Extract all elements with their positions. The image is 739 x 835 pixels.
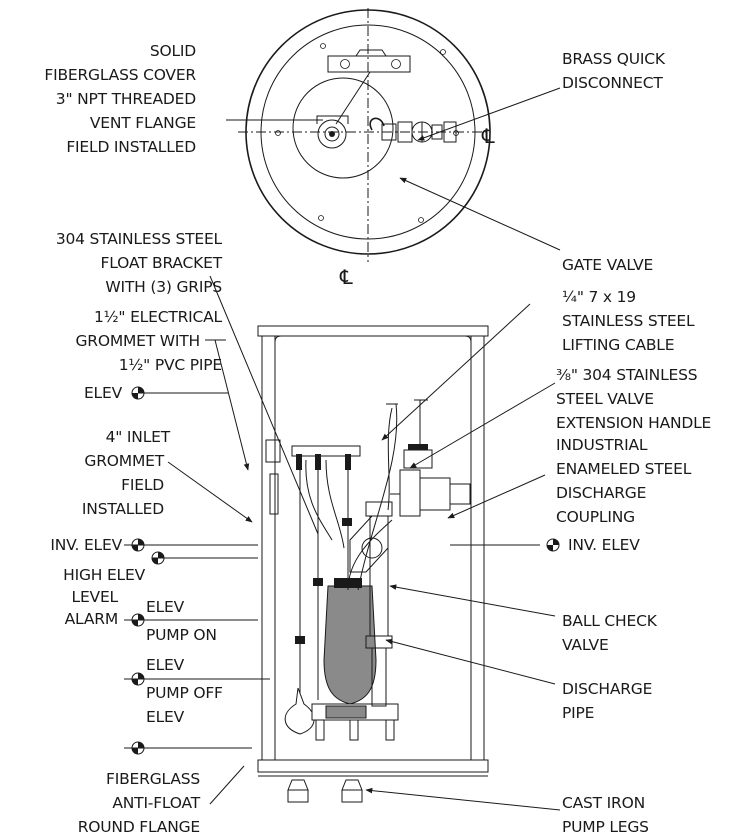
label-brass-1: BRASS QUICK — [562, 50, 666, 68]
centerline-symbol-right: ℄ — [481, 124, 495, 148]
label-flange-3: ROUND FLANGE — [78, 818, 200, 835]
target-symbol — [131, 741, 145, 755]
label-brass-2: DISCONNECT — [562, 74, 663, 92]
label-cable-2: STAINLESS STEEL — [562, 312, 695, 330]
labels: SOLID FIBERGLASS COVER 3" NPT THREADED V… — [44, 42, 711, 835]
label-disch-2: PIPE — [562, 704, 594, 722]
target-symbol — [131, 538, 145, 552]
label-inv-elev-right: INV. ELEV — [568, 536, 640, 554]
label-cable-3: LIFTING CABLE — [562, 336, 674, 354]
label-cover-2: FIBERGLASS COVER — [44, 66, 196, 84]
label-level-1: LEVEL — [72, 588, 119, 606]
label-float-2: FLOAT BRACKET — [101, 254, 223, 272]
label-vent-3: FIELD INSTALLED — [66, 138, 196, 156]
label-legs-2: PUMP LEGS — [562, 818, 649, 835]
label-coupling-4: COUPLING — [556, 508, 635, 526]
side-view-basin — [257, 325, 489, 777]
label-inlet-1: 4" INLET — [106, 428, 171, 446]
label-inlet-2: GROMMET — [84, 452, 164, 470]
label-grommet-2: GROMMET WITH — [75, 332, 200, 350]
label-handle-1: ⅜" 304 STAINLESS — [556, 366, 697, 384]
target-symbol — [151, 551, 165, 565]
label-ball-2: VALVE — [562, 636, 609, 654]
label-gate-valve: GATE VALVE — [562, 256, 653, 274]
label-cable-1: ¼" 7 x 19 — [562, 288, 636, 306]
top-view-cover — [238, 8, 491, 262]
label-handle-2: STEEL VALVE — [556, 390, 654, 408]
label-float-3: WITH (3) GRIPS — [105, 278, 222, 296]
label-elev-pump-off: ELEV — [146, 656, 185, 674]
target-symbol — [131, 613, 145, 627]
label-handle-3: EXTENSION HANDLE — [556, 414, 711, 432]
label-inlet-3: FIELD — [121, 476, 164, 494]
label-coupling-3: DISCHARGE — [556, 484, 646, 502]
label-flange-1: FIBERGLASS — [106, 770, 200, 788]
label-level-2: ALARM — [65, 610, 118, 628]
label-legs-1: CAST IRON — [562, 794, 645, 812]
target-symbol — [546, 538, 560, 552]
label-ball-1: BALL CHECK — [562, 612, 658, 630]
label-elev-top: ELEV — [84, 384, 123, 402]
target-symbol — [131, 386, 145, 400]
label-vent-2: VENT FLANGE — [90, 114, 196, 132]
cast-iron-pump-legs — [287, 779, 363, 803]
label-inlet-4: INSTALLED — [82, 500, 164, 518]
label-grommet-3: 1½" PVC PIPE — [119, 356, 222, 374]
label-inv-elev-left: INV. ELEV — [50, 536, 122, 554]
label-cover-1: SOLID — [150, 42, 196, 60]
label-vent-1: 3" NPT THREADED — [56, 90, 196, 108]
label-coupling-2: ENAMELED STEEL — [556, 460, 692, 478]
label-grommet-1: 1½" ELECTRICAL — [94, 308, 223, 326]
label-pump-on: PUMP ON — [146, 626, 217, 644]
label-elev-bottom: ELEV — [146, 708, 185, 726]
centerline-symbol-bottom: ℄ — [339, 265, 353, 289]
cover-bolt-holes — [275, 43, 459, 223]
label-float-1: 304 STAINLESS STEEL — [56, 230, 223, 248]
target-symbol — [131, 672, 145, 686]
label-high-elev: HIGH ELEV — [63, 566, 145, 584]
label-coupling-1: INDUSTRIAL — [556, 436, 648, 454]
label-pump-off: PUMP OFF — [146, 684, 223, 702]
leader-lines — [167, 87, 561, 811]
label-elev-pump-on: ELEV — [146, 598, 185, 616]
label-flange-2: ANTI-FLOAT — [112, 794, 200, 812]
label-disch-1: DISCHARGE — [562, 680, 652, 698]
elevation-markers — [124, 386, 560, 755]
